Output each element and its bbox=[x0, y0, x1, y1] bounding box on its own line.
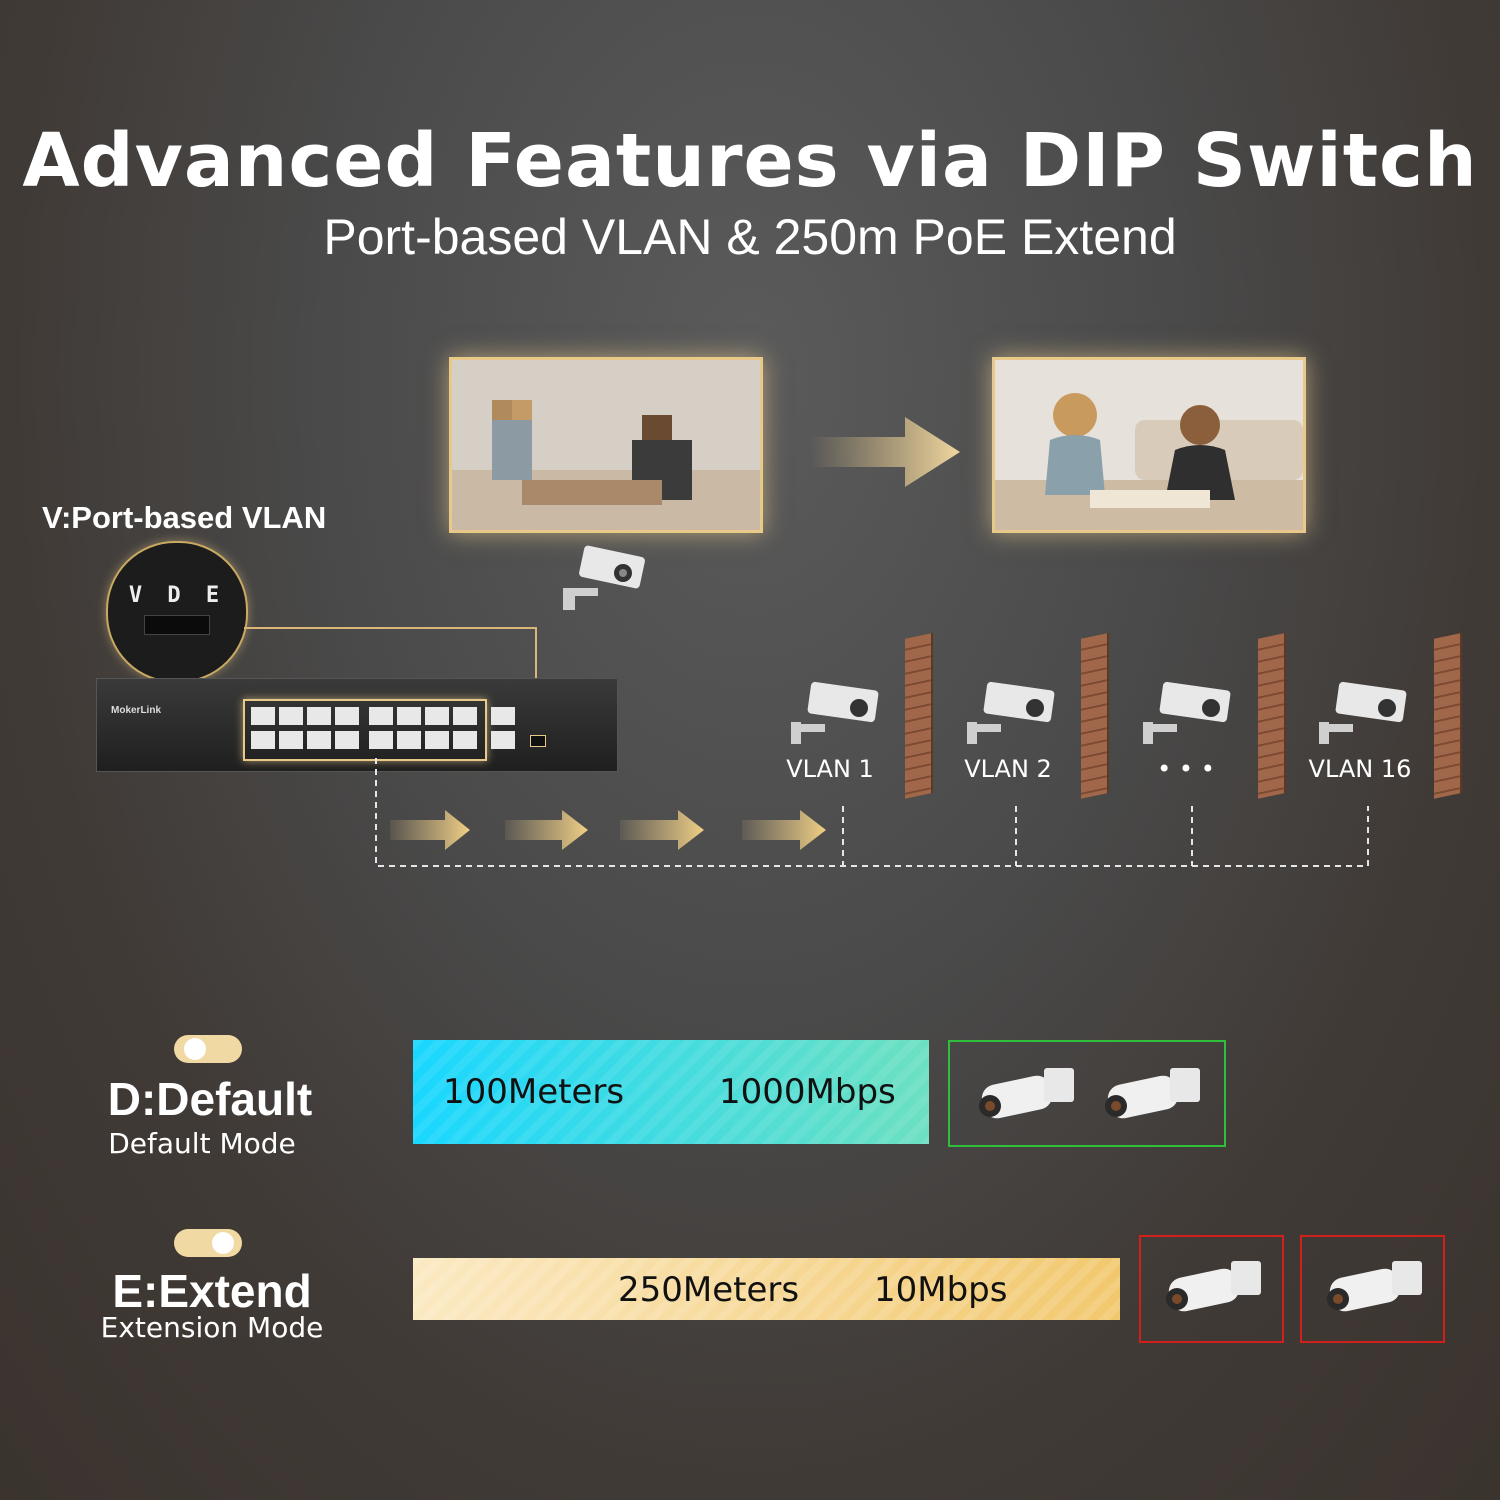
vlan-connection-lines bbox=[375, 758, 1369, 867]
default-mode-title: D:Default bbox=[107, 1073, 313, 1125]
clear-video-frame bbox=[992, 357, 1306, 533]
uplink-ports bbox=[491, 707, 515, 749]
dip-switch-on-device bbox=[530, 735, 546, 747]
default-distance: 100Meters bbox=[443, 1072, 625, 1112]
cctv-camera-icon bbox=[1143, 681, 1231, 744]
improvement-arrow bbox=[810, 417, 960, 487]
bullet-camera-icon bbox=[1327, 1261, 1422, 1312]
page-subtitle: Port-based VLAN & 250m PoE Extend bbox=[323, 209, 1177, 265]
vlan-camera-label: VLAN 2 bbox=[964, 755, 1052, 783]
extend-mode-subtitle: Extension Mode bbox=[100, 1311, 324, 1344]
brick-wall bbox=[1434, 633, 1460, 799]
toggle-knob bbox=[184, 1038, 206, 1060]
extend-camera-frame bbox=[1139, 1235, 1284, 1343]
blurred-video-frame bbox=[449, 357, 763, 533]
page-title: Advanced Features via DIP Switch bbox=[22, 118, 1478, 204]
bullet-camera-icon bbox=[1166, 1261, 1261, 1312]
toggle-knob bbox=[212, 1232, 234, 1254]
vlan-mode-label: V:Port-based VLAN bbox=[42, 500, 327, 535]
cctv-camera-icon bbox=[563, 545, 645, 610]
dip-switch-letters: V D E bbox=[128, 583, 226, 608]
extend-speed: 10Mbps bbox=[874, 1270, 1008, 1310]
default-mode-bar: 100Meters 1000Mbps bbox=[413, 1040, 929, 1144]
clear-children-photo bbox=[995, 360, 1303, 530]
vlan-camera-label: VLAN 16 bbox=[1308, 755, 1412, 783]
dip-switch-zoom: V D E bbox=[106, 541, 248, 683]
default-cameras-frame bbox=[948, 1040, 1226, 1147]
network-switch: MokerLink bbox=[96, 678, 618, 772]
default-mode-subtitle: Default Mode bbox=[108, 1127, 296, 1160]
extend-distance: 250Meters bbox=[618, 1270, 800, 1310]
switch-brand: MokerLink bbox=[111, 705, 162, 716]
extend-mode-bar: 250Meters 10Mbps bbox=[413, 1258, 1120, 1320]
extend-camera-frame bbox=[1300, 1235, 1445, 1343]
cctv-camera-icon bbox=[1319, 681, 1407, 744]
dip-switch-slots bbox=[144, 615, 210, 635]
bullet-camera-icon bbox=[979, 1068, 1074, 1119]
cctv-camera-icon bbox=[791, 681, 879, 744]
default-mode-toggle[interactable] bbox=[174, 1035, 242, 1063]
ethernet-ports bbox=[251, 707, 477, 749]
bullet-camera-icon bbox=[1105, 1068, 1200, 1119]
blurred-children-photo bbox=[452, 360, 760, 530]
cctv-camera-icon bbox=[967, 681, 1055, 744]
vlan-camera-label: • • • bbox=[1157, 755, 1215, 783]
extend-mode-toggle[interactable] bbox=[174, 1229, 242, 1257]
default-speed: 1000Mbps bbox=[719, 1072, 896, 1112]
port-group-highlight bbox=[243, 699, 487, 761]
vlan-camera-label: VLAN 1 bbox=[786, 755, 874, 783]
extend-mode-title: E:Extend bbox=[112, 1265, 312, 1317]
